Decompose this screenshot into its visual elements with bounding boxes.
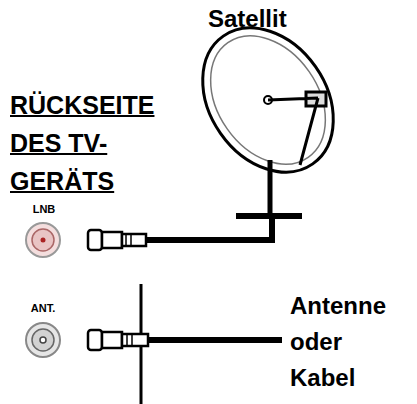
tv-back-heading: RÜCKSEITE DES TV-GERÄTS (10, 86, 210, 200)
satellite-cable (88, 218, 272, 250)
satellite-label: Satellit (208, 4, 348, 34)
socket-label: ANT. (22, 302, 64, 315)
satellite-dish (176, 3, 360, 216)
antenna-cable (88, 330, 282, 350)
socket-label: LNB (24, 203, 64, 216)
antenna-cable-label: Antenne oder Kabel (290, 288, 412, 396)
antenna-socket (26, 323, 60, 357)
lnb-socket (26, 223, 60, 257)
